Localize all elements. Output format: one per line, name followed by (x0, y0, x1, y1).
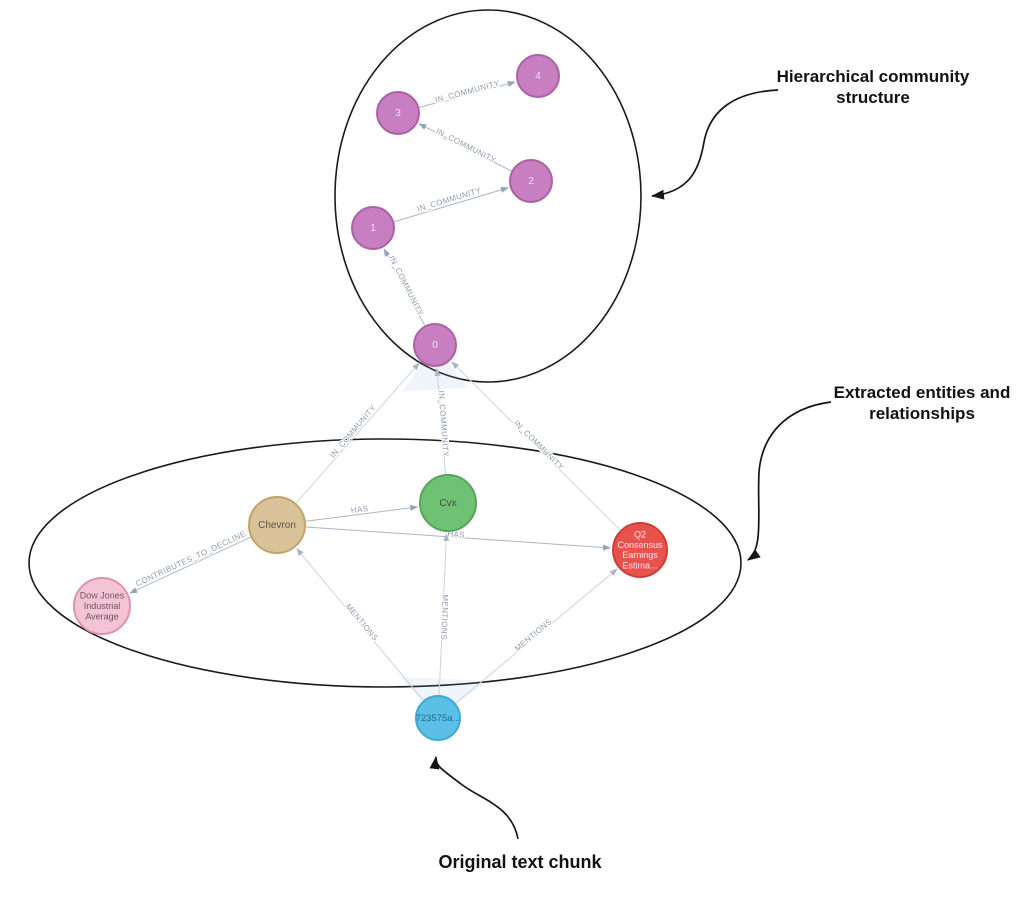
edge-in-community (451, 361, 621, 531)
edge-label-mentions: MENTIONS (344, 602, 380, 643)
edge-in-community (419, 81, 516, 108)
community-node-2-circle (509, 159, 553, 203)
community-node-1-label: 1 (370, 223, 376, 234)
edge-mentions (438, 532, 450, 696)
community-node-0-label: 0 (432, 340, 438, 351)
edge-label-in-community: IN_COMMUNITY (434, 127, 498, 165)
annotation-original-text-chunk: Original text chunk (438, 852, 602, 872)
entity-node-cvx: Cvx (419, 474, 477, 532)
community-node-3-circle (376, 91, 420, 135)
entity-boundary-ellipse (28, 438, 742, 688)
community-node-1: 1 (351, 206, 395, 250)
chunk-node-circle (415, 695, 461, 741)
edge-mentions (455, 568, 618, 704)
entity-node-cvx-circle (419, 474, 477, 532)
community-node-0-circle (413, 323, 457, 367)
chunk-node: 723575a... (415, 695, 461, 741)
entity-node-chevron-circle (248, 496, 306, 554)
annotation-hierarchical-community-structure: Hierarchical community structure (776, 67, 970, 107)
arrow-to-entity-ellipse (747, 401, 832, 561)
edge-in-community (383, 248, 426, 326)
edge-in-community (434, 367, 447, 475)
entity-node-dow-jones-circle (73, 577, 131, 635)
community-node-2-label: 2 (528, 176, 534, 187)
edge-label-mentions: MENTIONS (513, 617, 554, 653)
edge-label-in-community: IN_COMMUNITY (434, 79, 501, 105)
edge-has (305, 504, 419, 522)
edge-label-in-community: IN_COMMUNITY (416, 185, 483, 213)
edge-label-mentions: MENTIONS (439, 594, 450, 640)
community-node-4-label: 4 (535, 71, 541, 82)
community-node-4-circle (516, 54, 560, 98)
entity-node-q2-consensus-circle (612, 522, 668, 578)
edge-in-community (418, 123, 512, 172)
community-node-2: 2 (509, 159, 553, 203)
edge-has (305, 526, 612, 551)
edge-mentions (296, 548, 424, 701)
annotation-extracted-entities-relationships: Extracted entities and relationships (833, 383, 1011, 423)
arrow-to-chunk-node (429, 756, 519, 840)
edge-label-in-community: IN_COMMUNITY (328, 403, 378, 460)
edge-label-contributes-to-decline: CONTRIBUTES_TO_DECLINE (134, 529, 247, 588)
edge-in-community (393, 186, 509, 223)
community-boundary-ellipse (334, 9, 642, 383)
edge-in-community (295, 362, 420, 504)
entity-node-cvx-label: Cvx (439, 498, 456, 509)
entity-node-chevron-label: Chevron (258, 520, 296, 531)
community-node-3: 3 (376, 91, 420, 135)
edge-label-has: HAS (350, 504, 369, 515)
edge-label-in-community: IN_COMMUNITY (437, 390, 451, 457)
community-node-3-label: 3 (395, 108, 401, 119)
arrow-to-community-ellipse (651, 89, 779, 200)
community-node-1-circle (351, 206, 395, 250)
edge-contributes-to-decline (129, 536, 251, 594)
community-node-4: 4 (516, 54, 560, 98)
community-node-0: 0 (413, 323, 457, 367)
chunk-node-label: 723575a... (416, 713, 461, 724)
entity-node-chevron: Chevron (248, 496, 306, 554)
edge-label-in-community: IN_COMMUNITY (512, 419, 566, 473)
edge-label-in-community: IN_COMMUNITY (387, 254, 425, 318)
